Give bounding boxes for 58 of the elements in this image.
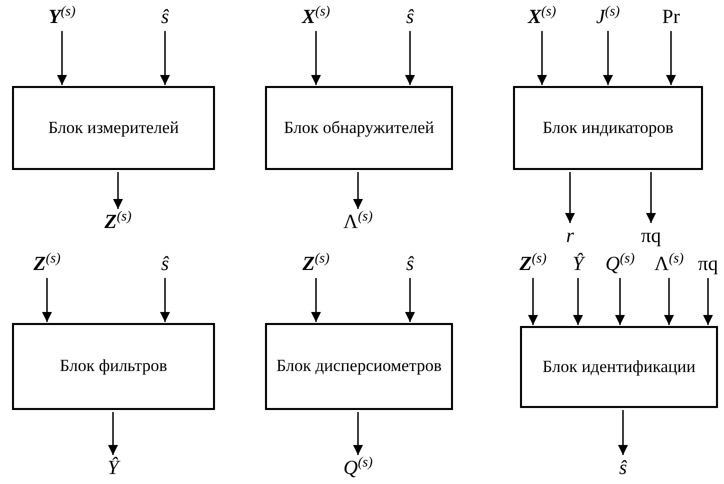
block-label: Блок идентификации: [542, 356, 696, 378]
signal-symbol: Λ$^{(s)}$: [343, 212, 373, 232]
signal-symbol: ŝ: [619, 458, 627, 478]
arrow: [405, 31, 415, 85]
signal-symbol: ŝ: [161, 7, 169, 27]
signal-symbol: Y$^{(s)}$: [48, 7, 76, 27]
arrow: [160, 31, 170, 85]
process-block: [265, 323, 453, 410]
signal-symbol: r: [566, 226, 574, 246]
block-label: Блок фильтров: [60, 355, 168, 378]
arrow: [666, 31, 676, 85]
arrow: [615, 278, 625, 325]
arrow: [565, 172, 575, 223]
arrow: [603, 31, 613, 85]
arrow: [703, 278, 713, 325]
arrow: [311, 31, 321, 85]
arrow: [353, 172, 363, 209]
block-label: Блок индикаторов: [542, 116, 674, 139]
signal-symbol: πq: [698, 254, 718, 274]
signal-symbol: Q$^{(s)}$: [605, 254, 635, 274]
signal-symbol: ŝ: [406, 254, 414, 274]
arrow: [160, 278, 170, 322]
arrow: [353, 412, 363, 455]
signal-symbol: Q$^{(s)}$: [343, 458, 373, 478]
arrow: [405, 278, 415, 322]
process-block: [265, 86, 453, 170]
signal-symbol: Ŷ: [107, 458, 119, 478]
process-block: [12, 323, 215, 410]
signal-symbol: Pr: [662, 7, 680, 27]
arrow: [528, 278, 538, 325]
arrow: [618, 410, 628, 455]
signal-symbol: Z$^{(s)}$: [520, 254, 546, 274]
process-block: [513, 86, 703, 170]
process-block: [520, 326, 718, 408]
signal-symbol: πq: [640, 226, 662, 246]
arrow: [573, 278, 583, 325]
arrow: [537, 31, 547, 85]
process-block: [12, 86, 215, 170]
arrow: [42, 278, 52, 322]
arrow: [57, 31, 67, 85]
signal-symbol: X$^{(s)}$: [528, 7, 556, 27]
signal-symbol: Z$^{(s)}$: [302, 254, 330, 274]
arrow: [664, 278, 674, 325]
signal-symbol: X$^{(s)}$: [302, 7, 330, 27]
signal-symbol: Z$^{(s)}$: [34, 254, 60, 274]
arrow: [646, 172, 656, 223]
block-label: Блок измерителей: [48, 116, 179, 139]
signal-symbol: Z$^{(s)}$: [104, 212, 132, 232]
block-label: Блок обнаружителей: [284, 116, 434, 139]
signal-symbol: ŝ: [406, 7, 414, 27]
arrow: [113, 172, 123, 209]
block-label: Блок дисперсиометров: [276, 355, 442, 378]
arrow: [108, 412, 118, 455]
arrow: [311, 278, 321, 322]
signal-symbol: J$^{(s)}$: [596, 7, 620, 27]
signal-symbol: ŝ: [161, 254, 169, 274]
signal-symbol: Λ$^{(s)}$: [654, 254, 684, 274]
signal-symbol: Ŷ: [572, 254, 584, 274]
